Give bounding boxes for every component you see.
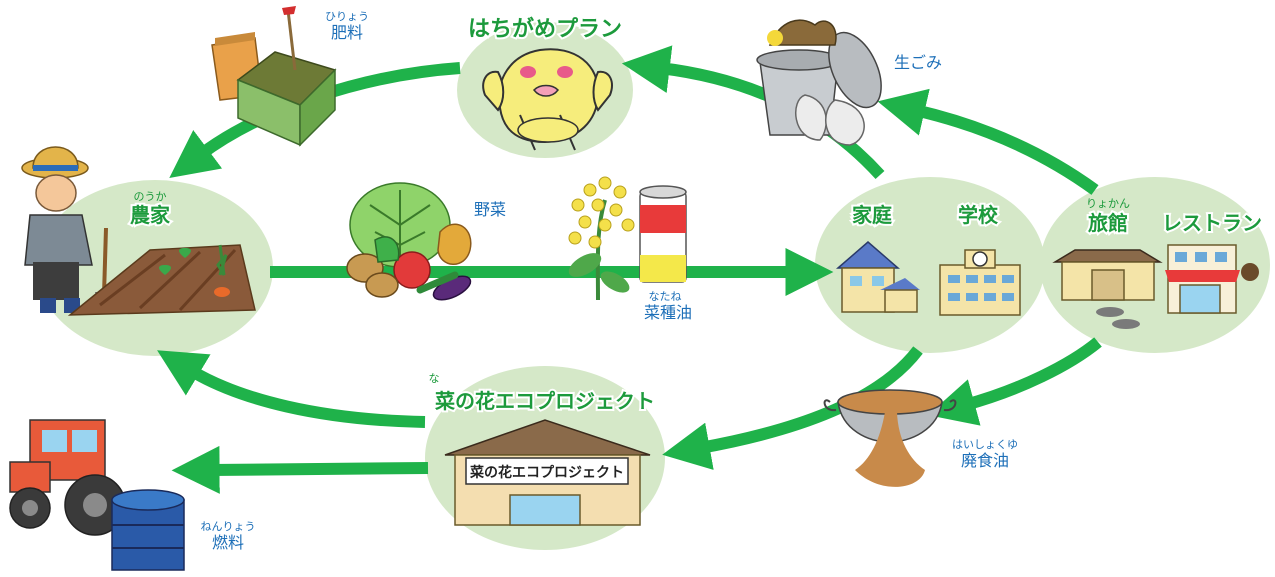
vegetables-icon xyxy=(346,182,472,301)
inn-ruby: りょかん xyxy=(1086,197,1130,210)
fertilizer-ruby: ひりょう xyxy=(325,10,369,23)
arrow-inn-to-oil xyxy=(927,337,1102,426)
arrow-nanohana-to-fuel xyxy=(171,445,429,494)
arrow-nanohana-to-farmer xyxy=(157,350,426,428)
nanohana-sign-text: 菜の花エコプロジェクト xyxy=(469,464,624,481)
field-icon xyxy=(67,244,256,316)
waste-oil-ruby: はいしょくゆ xyxy=(952,438,1018,451)
fuel-drum-icon xyxy=(111,489,185,571)
rapeseed-oil-label: 菜種油 xyxy=(644,303,692,322)
tractor-icon xyxy=(9,419,126,536)
plan-label: はちがめプラン xyxy=(468,16,622,42)
fuel-label: 燃料 xyxy=(212,533,244,552)
waste-oil-pot-icon xyxy=(823,389,957,487)
inn-building-icon xyxy=(1052,249,1163,329)
restaurant-building-icon xyxy=(1165,244,1259,314)
restaurant-label: レストラン xyxy=(1162,211,1262,235)
rapeseed-flower-icon xyxy=(568,176,635,301)
house-icon xyxy=(835,241,920,313)
nanohana-label: 菜の花エコプロジェクト xyxy=(434,389,655,413)
trash-can-icon xyxy=(756,19,882,146)
oil-can-icon xyxy=(639,185,687,283)
fertilizer-label: 肥料 xyxy=(331,23,363,42)
nanohana-building-icon: 菜の花エコプロジェクト xyxy=(444,419,651,526)
school-label: 学校 xyxy=(958,203,999,227)
vegetables-label: 野菜 xyxy=(474,200,506,219)
fertilizer-box-icon xyxy=(211,6,337,147)
school-building-icon xyxy=(939,249,1021,316)
inn-label: 旅館 xyxy=(1088,211,1128,235)
arrow-inn-to-waste xyxy=(877,88,1099,195)
farmer-label: 農家 xyxy=(130,203,171,227)
home-label: 家庭 xyxy=(852,203,892,227)
mascot-bee-icon xyxy=(482,48,613,151)
farmer-ruby: のうか xyxy=(134,190,167,203)
waste-oil-label: 廃食油 xyxy=(961,451,1009,470)
rapeseed-oil-ruby: なたね xyxy=(649,290,682,303)
nanohana-ruby: な xyxy=(429,372,440,385)
food-waste-label: 生ごみ xyxy=(894,53,942,72)
fuel-ruby: ねんりょう xyxy=(201,520,256,533)
